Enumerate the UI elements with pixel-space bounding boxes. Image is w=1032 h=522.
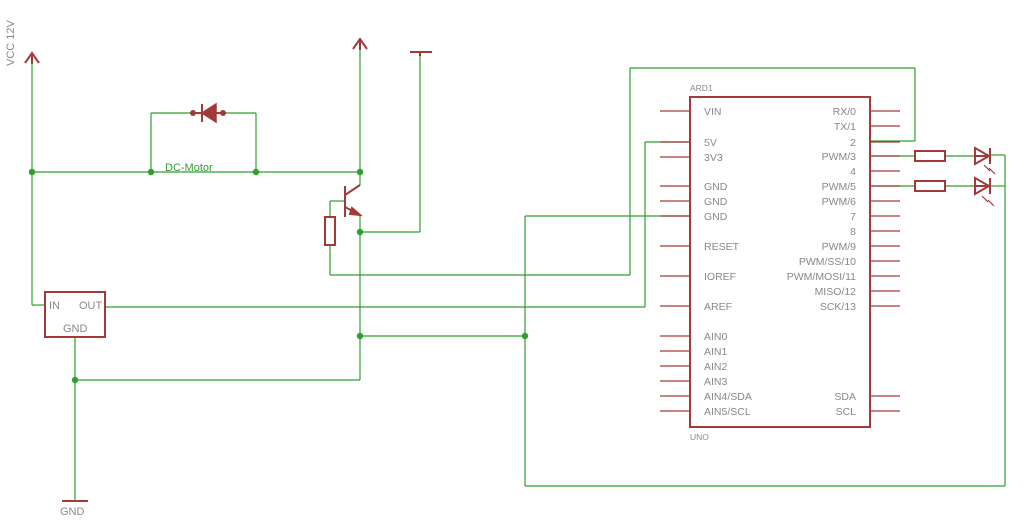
arduino-right-pin-label: SDA	[834, 391, 856, 403]
transistor	[344, 184, 364, 217]
base-resistor	[324, 216, 336, 246]
arduino-left-pin-label: 5V	[704, 137, 717, 149]
regulator-gnd-label: GND	[63, 323, 88, 335]
arduino-left-pin-label: GND	[704, 196, 728, 208]
ground-bar-top	[410, 51, 432, 56]
gnd-label: GND	[60, 506, 85, 518]
arduino-left-pin-label: GND	[704, 181, 728, 193]
motor-label: DC-Motor	[165, 162, 213, 174]
arduino-right-pin-label: 2	[850, 137, 856, 149]
arduino-right-pin-label: 4	[850, 166, 856, 178]
arduino-left-pin-label: RESET	[704, 241, 740, 253]
arduino-right-pin-label: PWM/3	[822, 151, 857, 163]
arduino-name: ARD1	[690, 83, 713, 93]
arduino-right-pin-label: 7	[850, 211, 856, 223]
arduino-left-pin-label: AIN2	[704, 361, 728, 373]
vcc-arrow-left	[24, 51, 40, 64]
led-resistor-2	[914, 180, 946, 192]
arduino-left-pin-label: AIN1	[704, 346, 728, 358]
arduino-right-pin-label: MISO/12	[815, 286, 857, 298]
arduino-left-pin-label: AIN3	[704, 376, 728, 388]
voltage-regulator: IN OUT GND	[44, 291, 106, 338]
arduino-right-pin-label: RX/0	[833, 106, 857, 118]
arduino-right-pin-label: PWM/6	[822, 196, 857, 208]
arduino-left-pin-label: AIN0	[704, 331, 728, 343]
arduino-right-pin-label: PWM/SS/10	[799, 256, 856, 268]
regulator-out-label: OUT	[79, 300, 103, 312]
wires	[31, 50, 1006, 501]
vcc-arrow-transistor	[352, 37, 368, 50]
arduino-right-pin-label: PWM/MOSI/11	[787, 271, 856, 283]
regulator-in-label: IN	[49, 300, 60, 312]
vcc-label: VCC 12V	[5, 19, 17, 66]
arduino-right-pin-label: PWM/5	[822, 181, 857, 193]
flyback-diode	[190, 102, 226, 124]
arduino-left-pin-label: 3V3	[704, 152, 723, 164]
led-1	[974, 146, 996, 175]
arduino-left-pin-label: AREF	[704, 301, 732, 313]
led-2	[974, 176, 995, 207]
arduino-right-pin-label: PWM/9	[822, 241, 857, 253]
arduino-left-pin-label: GND	[704, 211, 728, 223]
arduino-right-pin-label: SCK/13	[820, 301, 856, 313]
junctions	[28, 168, 529, 384]
arduino-right-pin-label: TX/1	[834, 121, 856, 133]
arduino-left-pin-label: VIN	[704, 106, 722, 118]
arduino-right-pin-label: 8	[850, 226, 856, 238]
arduino-left-pin-label: IOREF	[704, 271, 736, 283]
arduino-right-pin-label: SCL	[836, 406, 857, 418]
arduino-model: UNO	[690, 432, 709, 442]
arduino-left-pin-label: AIN4/SDA	[704, 391, 752, 403]
arduino-left-pin-label: AIN5/SCL	[704, 406, 751, 418]
led-resistor-1	[914, 150, 946, 162]
